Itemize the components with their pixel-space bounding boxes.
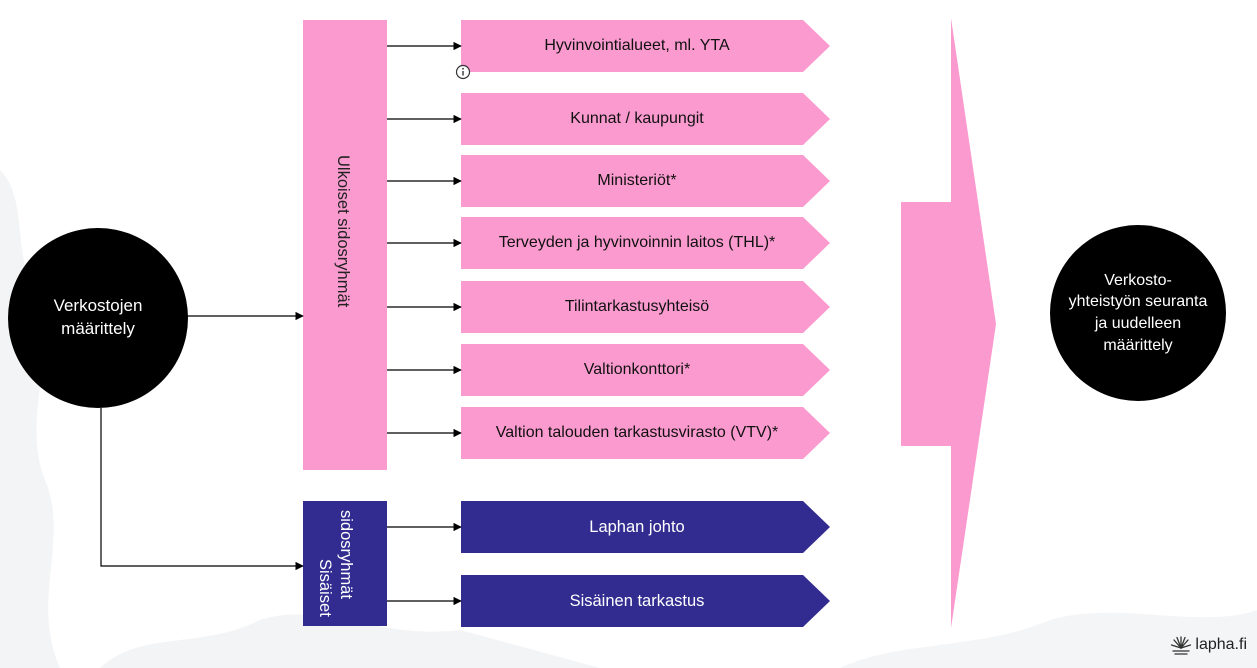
external-item-tab-6 — [461, 344, 830, 396]
external-group-bar — [303, 20, 387, 470]
internal-item-label-2: Sisäinen tarkastus — [569, 591, 705, 610]
logo-text: lapha.fi — [1195, 636, 1247, 653]
external-item-tab-3 — [461, 155, 830, 207]
lapha-logo: lapha.fi — [1170, 634, 1247, 656]
right-circle-label: Verkosto- yhteistyön seuranta ja uudelle… — [1068, 271, 1208, 354]
external-item-tab-1 — [461, 20, 830, 72]
info-icon[interactable] — [455, 64, 471, 80]
external-item-label-1: Hyvinvointialueet, ml. YTA — [544, 37, 730, 55]
external-item-label-3: Ministeriöt* — [597, 172, 677, 190]
internal-item-tab-2 — [461, 575, 830, 627]
internal-group-label-line1: Sisäiset — [316, 559, 334, 617]
left-circle-verkostojen-maarittely: Verkostojen määrittely — [8, 228, 188, 408]
external-item-label-5: Tilintarkastusyhteisö — [564, 298, 710, 316]
external-item-label-7: Valtion talouden tarkastusvirasto (VTV)* — [495, 424, 779, 442]
internal-item-label-1: Laphan johto — [589, 517, 685, 536]
internal-group-bar — [303, 501, 387, 626]
external-group-label: Ulkoiset sidosryhmät — [334, 155, 352, 308]
internal-group-label-line2: sidosryhmät — [337, 510, 355, 599]
external-item-tab-5 — [461, 281, 830, 333]
external-item-tab-7 — [461, 407, 830, 459]
external-item-label-4: Terveyden ja hyvinvoinnin laitos (THL)* — [498, 234, 776, 252]
external-item-label-2: Kunnat / kaupungit — [570, 110, 704, 128]
left-circle-label: Verkostojen määrittely — [53, 296, 143, 338]
sunburst-icon — [1171, 636, 1192, 655]
external-item-tab-4 — [461, 217, 830, 269]
big-arrow — [901, 18, 996, 628]
external-item-tab-2 — [461, 93, 830, 145]
right-circle-verkostoyhteistyon-seuranta: Verkosto- yhteistyön seuranta ja uudelle… — [1050, 225, 1226, 401]
internal-item-tab-1 — [461, 501, 830, 553]
external-item-label-6: Valtionkonttori* — [583, 361, 691, 379]
connector-circle-to-internal — [100, 408, 304, 571]
